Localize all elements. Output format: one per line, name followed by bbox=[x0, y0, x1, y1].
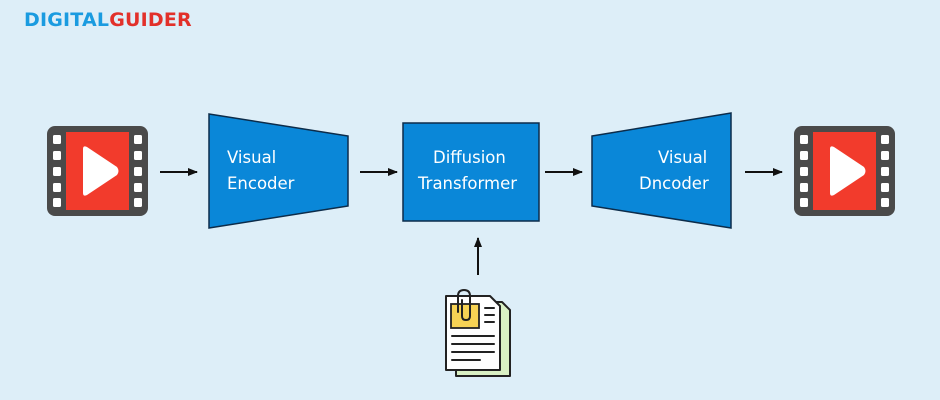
visual-decoder-block bbox=[591, 112, 732, 229]
encoder-label-line1: Visual bbox=[227, 148, 277, 167]
transformer-label-line1: Diffusion bbox=[433, 148, 506, 167]
condition-document-icon bbox=[445, 288, 511, 377]
decoder-label-line2: Dncoder bbox=[639, 174, 709, 193]
input-video-icon bbox=[47, 126, 148, 216]
brand-logo: DIGITALGUIDER bbox=[24, 9, 192, 31]
decoder-label-line1: Visual bbox=[658, 148, 708, 167]
logo-part-digital: DIGITAL bbox=[24, 9, 110, 31]
visual-encoder-block bbox=[208, 113, 349, 229]
output-video-icon bbox=[794, 126, 895, 216]
logo-part-guider: GUIDER bbox=[109, 9, 192, 31]
transformer-label-line2: Transformer bbox=[418, 174, 518, 193]
encoder-label-line2: Encoder bbox=[227, 174, 295, 193]
diffusion-transformer-block bbox=[402, 122, 540, 222]
